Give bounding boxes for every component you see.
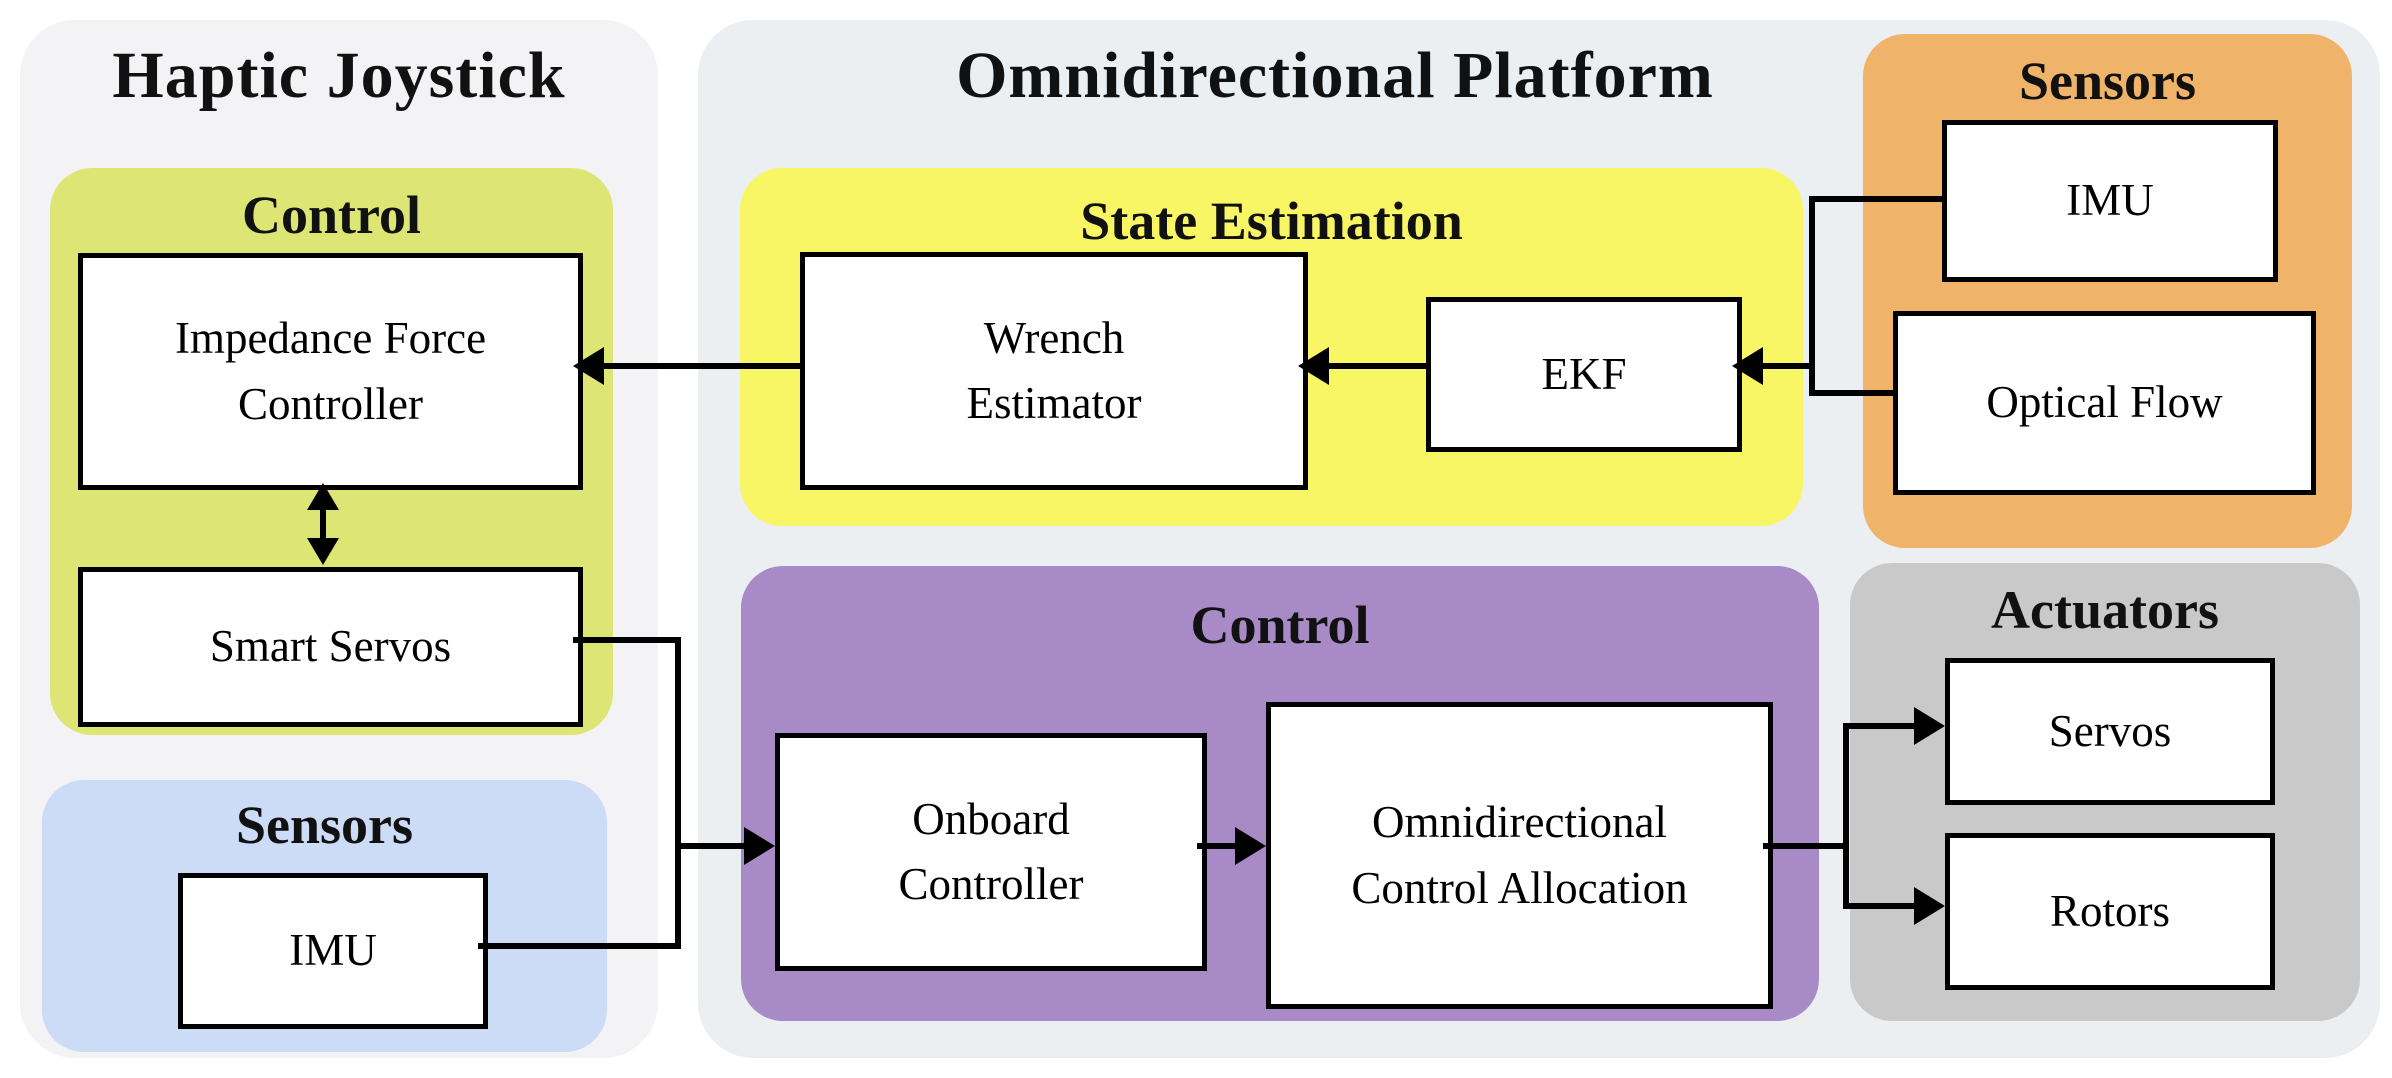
haptic-joystick-title: Haptic Joystick [112,39,566,112]
optical-flow-label: Optical Flow [1986,377,2223,428]
omnidirectional-platform-title: Omnidirectional Platform [956,39,1714,112]
platform-sensors-panel-label: Sensors [2018,51,2197,111]
arrow-right-icon [1914,707,1945,745]
joystick-imu-label: IMU [289,925,377,976]
impedance-force-controller-box: Impedance Force Controller [78,253,583,490]
wrench-estimator-box: Wrench Estimator [800,252,1308,490]
optical-flow-box: Optical Flow [1893,311,2316,495]
arrow-left-icon [1732,347,1763,385]
wrench-estimator-label: Wrench Estimator [966,312,1142,428]
platform-imu-label: IMU [2066,175,2154,226]
joystick-control-panel-label: Control [241,185,421,245]
platform-control-panel-label: Control [1190,595,1370,655]
platform-imu-box: IMU [1942,120,2278,282]
impedance-force-controller-label: Impedance Force Controller [174,313,487,429]
ekf-box: EKF [1426,297,1742,452]
control-allocation-label: Omnidirectional Control Allocation [1351,797,1688,913]
double-arrow-shaft [320,505,326,545]
arrow-right-icon [744,827,775,865]
joystick-sensors-panel-label: Sensors [235,795,414,855]
rotors-box: Rotors [1945,833,2275,990]
ekf-label: EKF [1541,348,1627,399]
arrow-left-icon [573,347,604,385]
rotors-label: Rotors [2049,885,2170,936]
control-allocation-box: Omnidirectional Control Allocation [1266,702,1773,1009]
arrow-left-icon [1298,347,1329,385]
servos-label: Servos [2048,705,2172,756]
joystick-imu-box: IMU [178,873,488,1029]
arrow-down-icon [307,538,339,565]
state-estimation-panel-label: State Estimation [1080,191,1463,251]
onboard-controller-box: Onboard Controller [775,733,1207,971]
arrow-right-icon [1914,887,1945,925]
smart-servos-box: Smart Servos [78,567,583,727]
servos-box: Servos [1945,658,2275,805]
arrow-right-icon [1235,827,1266,865]
actuators-panel-label: Actuators [1991,580,2219,640]
onboard-controller-label: Onboard Controller [898,793,1084,909]
smart-servos-label: Smart Servos [209,621,452,672]
